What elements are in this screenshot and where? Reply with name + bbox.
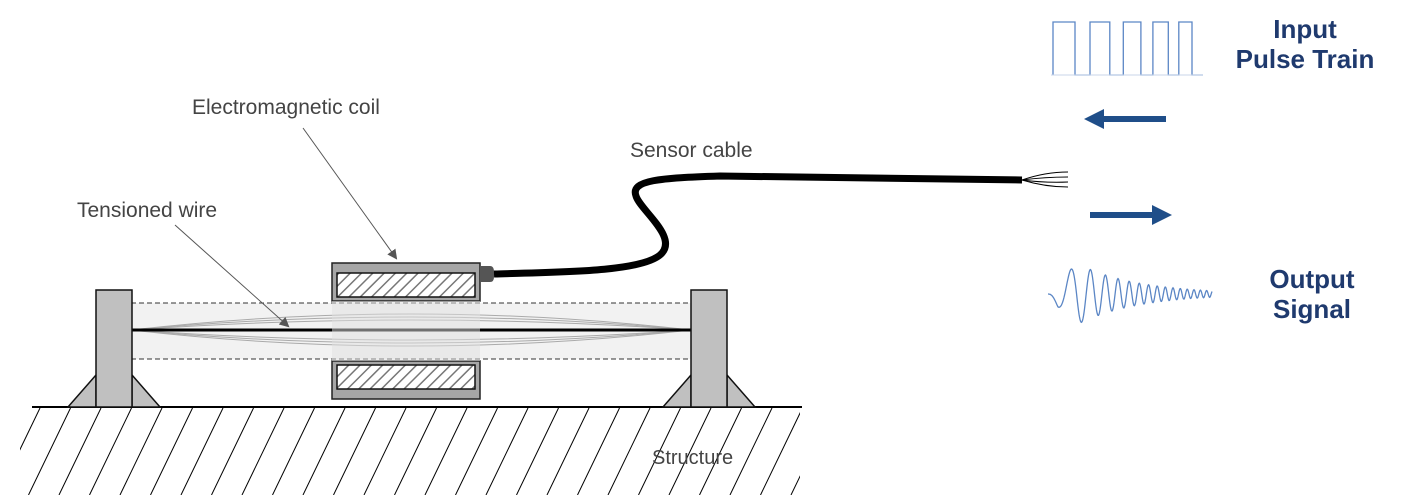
output-label-line2: Signal bbox=[1272, 294, 1351, 324]
input-label-line1: Input bbox=[1273, 14, 1337, 44]
hatch-line bbox=[668, 408, 712, 495]
hatch-line bbox=[607, 408, 651, 495]
hatch-line bbox=[394, 408, 437, 495]
sensor-cable bbox=[493, 172, 1023, 278]
hatch-line bbox=[760, 412, 800, 495]
output-signal-label: Output Signal bbox=[1250, 264, 1374, 324]
hatch-line bbox=[28, 408, 71, 495]
arrow-left-icon bbox=[1084, 109, 1166, 129]
hatch-line bbox=[485, 408, 529, 495]
label-tensioned-wire: Tensioned wire bbox=[77, 199, 218, 222]
hatch-line bbox=[180, 408, 224, 495]
electromagnetic-coil bbox=[331, 262, 481, 400]
hatch-line bbox=[241, 408, 285, 495]
hatch-line bbox=[272, 408, 315, 495]
coil-leader-line bbox=[302, 127, 398, 260]
hatch-line bbox=[455, 408, 498, 495]
hatch-line bbox=[729, 408, 773, 495]
hatch-line bbox=[546, 408, 590, 495]
label-electromagnetic-coil: Electromagnetic coil bbox=[192, 96, 380, 119]
wire-leader-line bbox=[174, 224, 290, 328]
input-label-line2: Pulse Train bbox=[1235, 44, 1375, 74]
arrow-right-icon bbox=[1090, 205, 1172, 225]
structure-ground bbox=[20, 408, 800, 495]
hatch-line bbox=[302, 408, 346, 495]
right-support bbox=[661, 289, 757, 408]
output-label-line1: Output bbox=[1269, 264, 1355, 294]
hatch-line bbox=[577, 408, 620, 495]
hatch-line bbox=[424, 408, 468, 495]
cable-connector bbox=[480, 266, 494, 282]
hatch-line bbox=[211, 408, 254, 495]
hatch-line bbox=[638, 408, 681, 495]
cable-wire-ends bbox=[1021, 171, 1069, 188]
label-sensor-cable: Sensor cable bbox=[630, 139, 753, 162]
hatch-line bbox=[790, 475, 800, 495]
hatch-line bbox=[20, 408, 41, 451]
label-structure: Structure bbox=[652, 447, 734, 469]
hatch-line bbox=[333, 408, 376, 495]
hatch-line bbox=[516, 408, 559, 495]
hatch-line bbox=[58, 408, 102, 495]
input-pulse-train-label: Input Pulse Train bbox=[1222, 14, 1388, 74]
hatch-line bbox=[150, 408, 193, 495]
hatch-line bbox=[89, 408, 132, 495]
left-support bbox=[66, 289, 162, 408]
hatch-line bbox=[363, 408, 407, 495]
output-signal-waveform bbox=[1048, 268, 1213, 324]
hatch-line bbox=[119, 408, 163, 495]
hatch-line bbox=[699, 408, 742, 495]
input-pulse-train-waveform bbox=[1052, 21, 1203, 76]
